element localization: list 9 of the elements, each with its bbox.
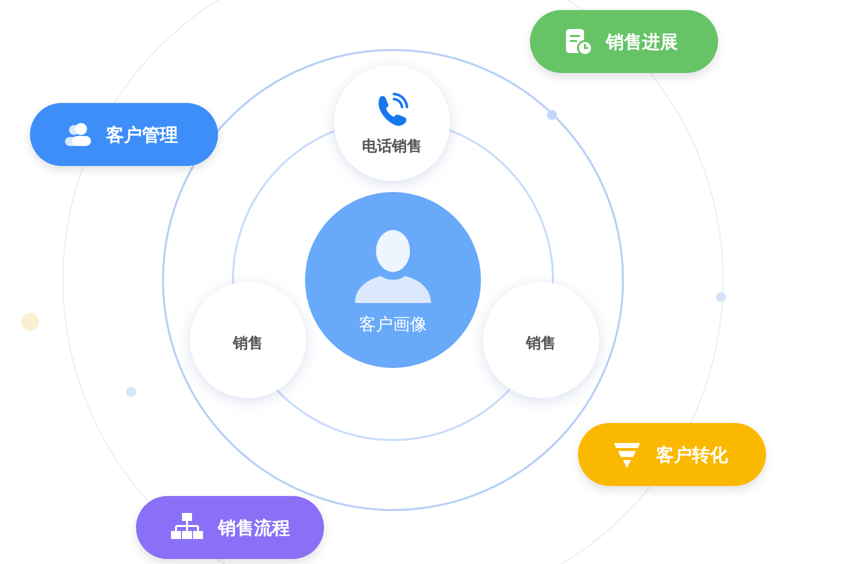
channel-label: 销售 xyxy=(526,334,556,352)
category-label: 销售流程 xyxy=(218,516,290,540)
center-label: 客户画像 xyxy=(359,314,427,336)
category-label: 客户转化 xyxy=(656,444,728,466)
category-label: 销售进展 xyxy=(606,30,678,54)
category-label: 客户管理 xyxy=(106,124,178,146)
channel-label: 销售 xyxy=(233,334,263,352)
channel-label: 电话销售 xyxy=(362,136,422,156)
category-pill xyxy=(136,496,324,559)
